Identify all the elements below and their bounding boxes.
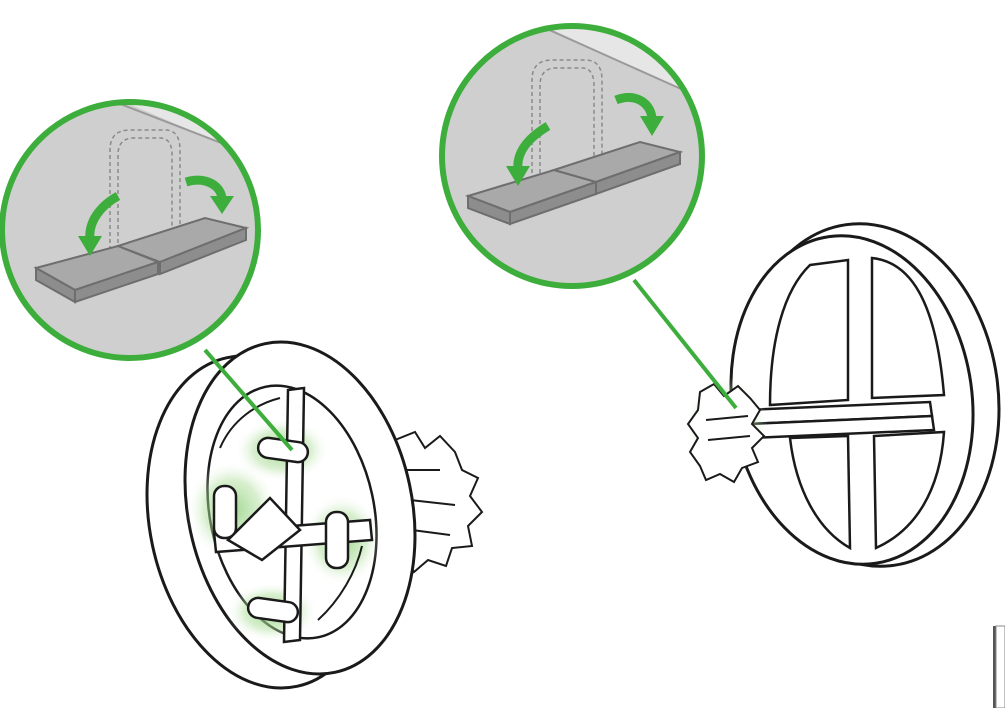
magnifier-callout-right (439, 23, 705, 289)
fold-arrow-icon (506, 122, 551, 186)
wheel-part-left (145, 340, 484, 690)
gear-right (686, 382, 766, 484)
magnifier-callout-left (0, 99, 261, 361)
fold-arrow-icon (78, 192, 121, 256)
fold-arrow-icon (614, 93, 664, 136)
wheel-part-right (684, 222, 1001, 568)
callout-leader-right (632, 278, 738, 410)
fold-arrow-icon (184, 175, 234, 214)
edge-fragment (993, 625, 1005, 709)
callout-leader-left (203, 348, 294, 452)
